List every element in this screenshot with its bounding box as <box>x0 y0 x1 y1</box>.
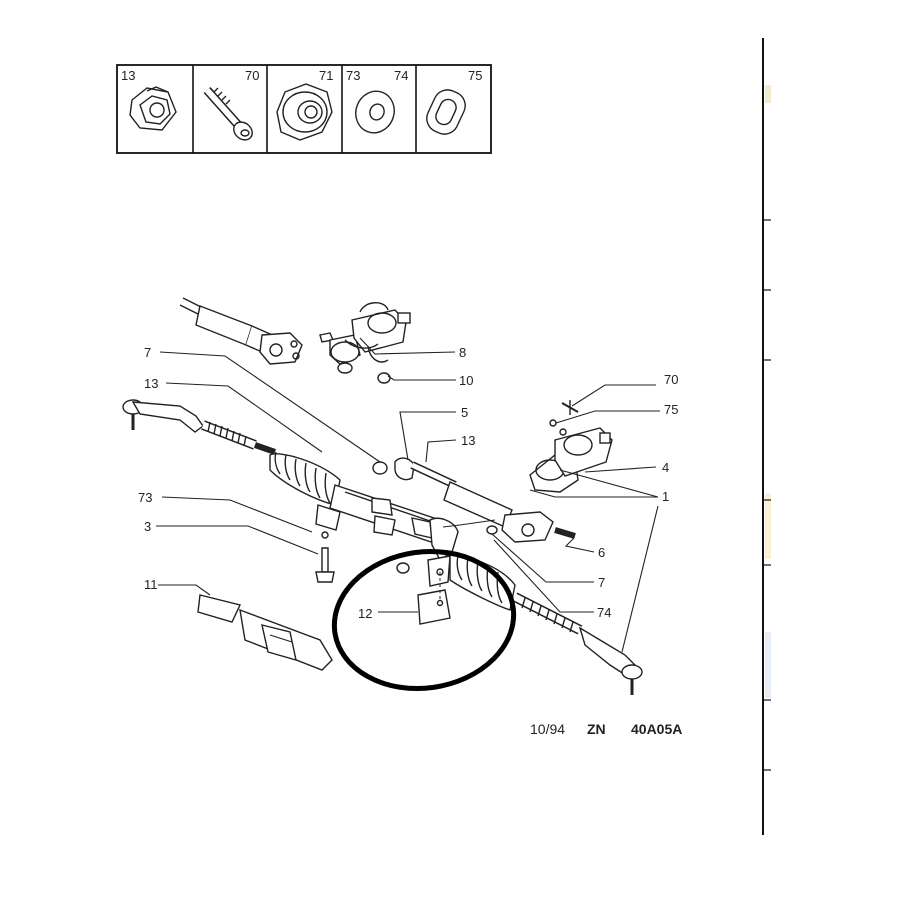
callout-labels: 7 13 73 3 11 12 8 10 5 13 70 75 4 1 6 7 … <box>138 345 678 621</box>
callout-75: 75 <box>664 402 678 417</box>
nylock-nut-icon <box>276 83 333 141</box>
washer-icon <box>355 90 395 134</box>
page-edge <box>762 38 771 835</box>
clamp-12 <box>396 562 451 625</box>
callout-73: 73 <box>138 490 152 505</box>
callout-8: 8 <box>459 345 466 360</box>
callout-3: 3 <box>144 519 151 534</box>
callout-12: 12 <box>358 606 372 621</box>
rack-housing <box>315 484 459 587</box>
callout-13-left: 13 <box>144 376 158 391</box>
callout-74: 74 <box>597 605 611 620</box>
footer-date: 10/94 <box>530 721 565 737</box>
upper-track-rod <box>179 297 303 365</box>
leader-lines <box>156 337 660 653</box>
steering-valve <box>529 427 613 493</box>
header-label-73: 73 <box>346 68 360 83</box>
left-bellows <box>269 451 341 506</box>
callout-1: 1 <box>662 489 669 504</box>
bolt-3 <box>315 531 335 583</box>
right-tie-rod <box>512 592 643 695</box>
assembly-drawing <box>122 297 643 695</box>
highlight-circle <box>331 549 517 691</box>
bolt-icon <box>203 87 253 141</box>
pinion-valve-body <box>319 302 411 384</box>
header-label-74: 74 <box>394 68 408 83</box>
callout-13-right: 13 <box>461 433 475 448</box>
callout-7-right: 7 <box>598 575 605 590</box>
parts-header-table: 13 70 71 73 74 75 <box>116 64 492 154</box>
header-label-71: 71 <box>319 68 333 83</box>
header-label-75: 75 <box>468 68 482 83</box>
footer-reference: 10/94 ZN 40A05A <box>530 721 682 737</box>
callout-10: 10 <box>459 373 473 388</box>
callout-70: 70 <box>664 372 678 387</box>
valve-fittings <box>549 400 579 427</box>
callout-4: 4 <box>662 460 669 475</box>
header-label-13: 13 <box>121 68 135 83</box>
callout-7-left: 7 <box>144 345 151 360</box>
callout-6: 6 <box>598 545 605 560</box>
footer-model: ZN <box>587 721 606 737</box>
callout-11: 11 <box>144 577 158 592</box>
column-bracket <box>197 594 333 671</box>
lock-nut-icon <box>129 86 177 131</box>
footer-ref: 40A05A <box>631 721 682 737</box>
inner-track-rod <box>372 457 576 543</box>
oval-gasket-icon <box>426 89 466 135</box>
callout-5: 5 <box>461 405 468 420</box>
left-tie-rod <box>122 399 276 455</box>
header-label-70: 70 <box>245 68 259 83</box>
